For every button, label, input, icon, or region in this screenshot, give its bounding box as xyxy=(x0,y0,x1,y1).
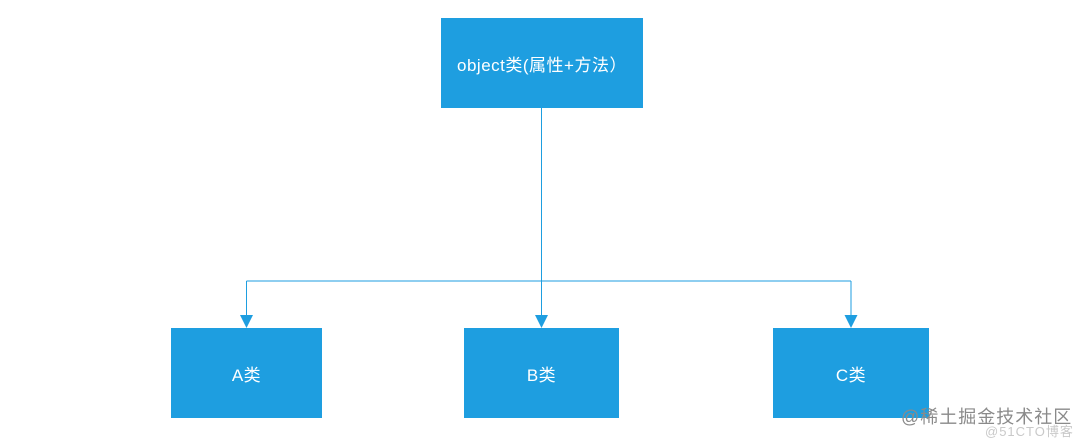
node-c-class-label: C类 xyxy=(835,365,867,385)
arrowhead-to-c-icon xyxy=(844,315,858,328)
node-object-class-label: object类(属性+方法） xyxy=(457,55,627,75)
node-b-class-label: B类 xyxy=(526,365,557,385)
node-object-class: object类(属性+方法） xyxy=(441,18,643,108)
node-a-class-label: A类 xyxy=(231,365,262,385)
node-c-class: C类 xyxy=(773,328,929,418)
arrowhead-to-b-icon xyxy=(535,315,548,328)
node-a-class: A类 xyxy=(171,328,322,418)
arrowhead-to-a-icon xyxy=(240,315,253,328)
node-b-class: B类 xyxy=(464,328,619,418)
watermark-51cto: @51CTO博客 xyxy=(985,424,1074,439)
